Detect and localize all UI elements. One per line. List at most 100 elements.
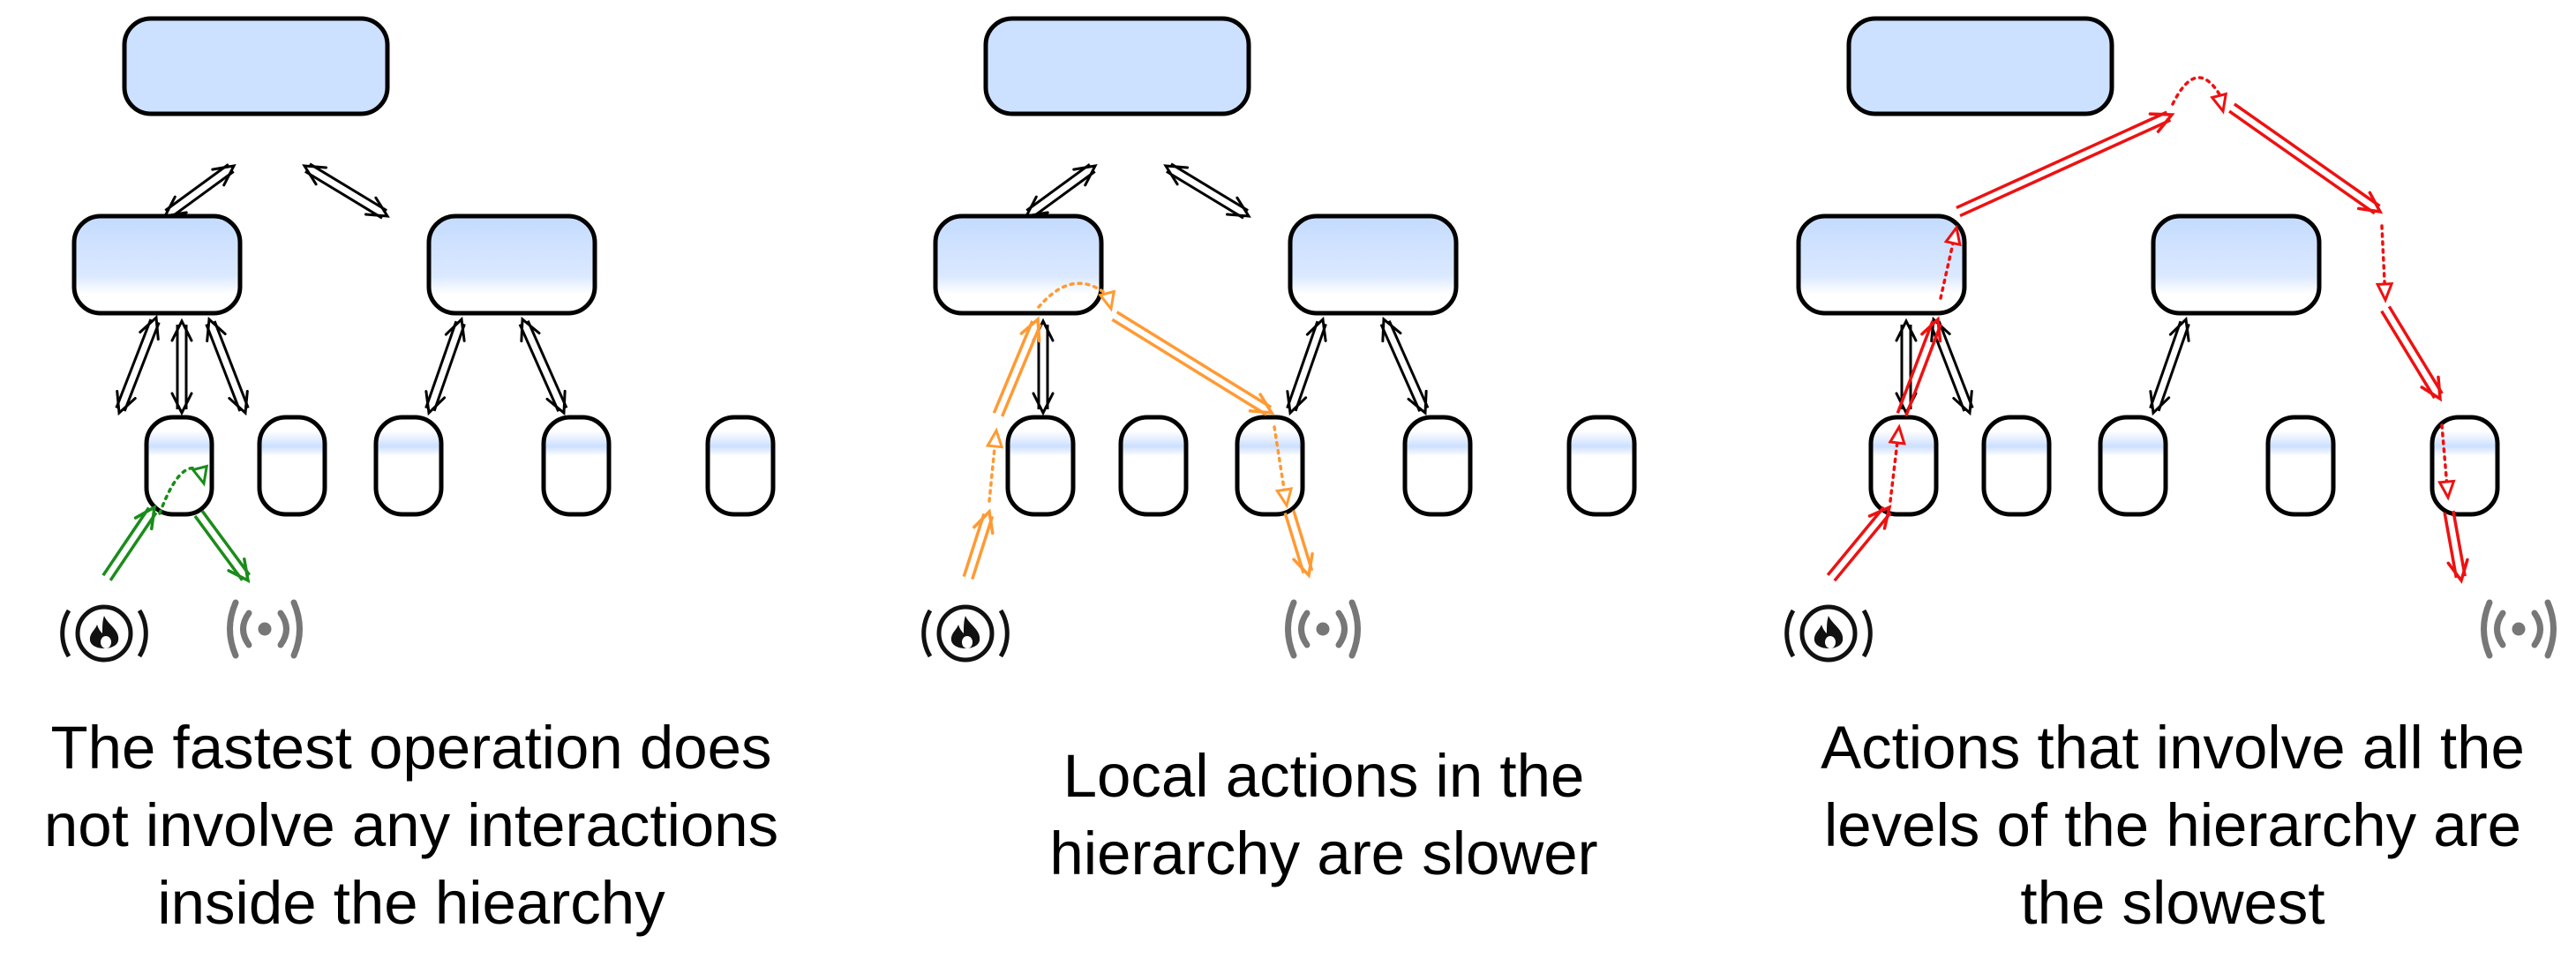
link-top-mid0 — [1024, 163, 1098, 219]
arrow-head — [1920, 316, 1942, 343]
arrow-head — [162, 195, 188, 218]
broadcast-icon — [1285, 599, 1361, 659]
mid-node-0 — [71, 213, 243, 316]
arrow-head — [1286, 390, 1308, 416]
link-line — [518, 324, 560, 412]
triangle-head — [191, 464, 209, 487]
link-line — [2228, 109, 2376, 215]
link-top-mid1 — [1163, 162, 1251, 220]
flame-icon — [89, 616, 119, 648]
leaf-node-3 — [2265, 415, 2336, 517]
leaf-node-1 — [1981, 415, 2052, 517]
leaf-node-0 — [1868, 415, 1939, 517]
arrow-head — [1895, 318, 1918, 342]
wave-arc — [137, 609, 148, 658]
path-up-mid — [1896, 316, 1942, 417]
arrow-head — [1930, 316, 1951, 342]
wave-arc — [998, 609, 1010, 658]
arrow-head — [227, 558, 251, 584]
top-node — [983, 16, 1251, 116]
flame-core — [1825, 636, 1836, 648]
signal-wave — [227, 599, 239, 659]
link-line — [1025, 163, 1091, 212]
flame-icon — [950, 616, 980, 648]
leaf-node-1 — [1118, 415, 1189, 517]
link-line — [2149, 320, 2182, 409]
link-line — [1833, 512, 1892, 582]
path-down-leaf — [2380, 305, 2444, 402]
dotted-line — [1889, 438, 1900, 503]
broadcast-dot — [258, 622, 272, 636]
mid-node-1 — [2151, 213, 2322, 316]
mid-node-1 — [1288, 213, 1459, 316]
link-mid1-leaf3 — [424, 316, 466, 416]
arrow-head — [364, 196, 390, 218]
link-line — [1031, 170, 1096, 219]
link-line — [1111, 318, 1267, 416]
wave-arc — [1861, 609, 1873, 658]
link-line — [1956, 110, 2168, 210]
link-line — [1826, 505, 1885, 576]
signal-wave — [290, 599, 303, 659]
signal-wave — [277, 610, 289, 648]
caption-line: levels of the hierarchy are — [1823, 791, 2522, 859]
dotted-line — [1273, 425, 1287, 495]
arrow-head — [1407, 389, 1428, 416]
arrow-head — [1248, 393, 1275, 416]
link-mid1-leaf3 — [2149, 316, 2190, 416]
link-line — [101, 506, 151, 577]
flame-sensor-icon — [1784, 604, 1873, 663]
path-up-top — [1956, 110, 2175, 218]
link-line — [1166, 170, 1244, 220]
path-in — [101, 504, 158, 581]
path-down-mid — [2228, 102, 2384, 215]
triangle-head — [1943, 224, 1962, 247]
path-up-leaf — [985, 427, 1004, 503]
signal-wave — [2494, 610, 2506, 648]
caption-global: Actions that involve all the levels of t… — [1758, 709, 2576, 942]
link-line — [115, 318, 153, 409]
triangle-head — [2210, 92, 2228, 115]
link-line — [1286, 320, 1319, 409]
link-line — [1937, 320, 1974, 409]
link-line — [205, 323, 242, 412]
arrow-head — [1019, 316, 1041, 343]
caption-line: not involve any interactions — [43, 791, 779, 859]
link-line — [1294, 323, 1327, 412]
signal-wave — [1298, 610, 1311, 648]
link-line — [1379, 324, 1422, 412]
triangle-head — [2437, 479, 2456, 501]
link-mid1-leaf4 — [518, 316, 568, 416]
link-line — [2387, 305, 2444, 394]
arrow-head — [2168, 316, 2190, 342]
link-line — [1959, 118, 2172, 218]
caption-line: hierarchy are slower — [1049, 820, 1598, 887]
link-top-mid0 — [162, 163, 237, 219]
link-line — [432, 323, 466, 412]
caption-line: Actions that involve all the — [1821, 714, 2525, 782]
caption-fastest: The fastest operation does not involve a… — [0, 709, 826, 942]
link-line — [1115, 311, 1273, 409]
dotted-line — [988, 441, 997, 503]
path-down-inside — [1273, 425, 1294, 509]
path-up-mid — [992, 316, 1042, 417]
top-node — [122, 16, 390, 116]
arrow-head — [2149, 390, 2171, 416]
link-line — [200, 509, 252, 576]
arrow-head — [133, 504, 157, 531]
link-mid0-leaf0 — [115, 314, 161, 416]
wave-arc — [921, 609, 933, 658]
path-through-mid — [1939, 224, 1962, 300]
arrow-head — [545, 389, 567, 416]
path-top-loop — [2171, 76, 2228, 115]
leaf-node-2 — [2098, 415, 2168, 517]
link-line — [1387, 320, 1430, 408]
leaf-node-0 — [144, 415, 214, 517]
broadcast-dot — [1316, 622, 1330, 636]
dotted-line — [1939, 237, 1956, 300]
signal-wave — [1335, 610, 1348, 648]
dotted-arc — [2171, 76, 2225, 106]
arrow-head — [424, 390, 447, 416]
